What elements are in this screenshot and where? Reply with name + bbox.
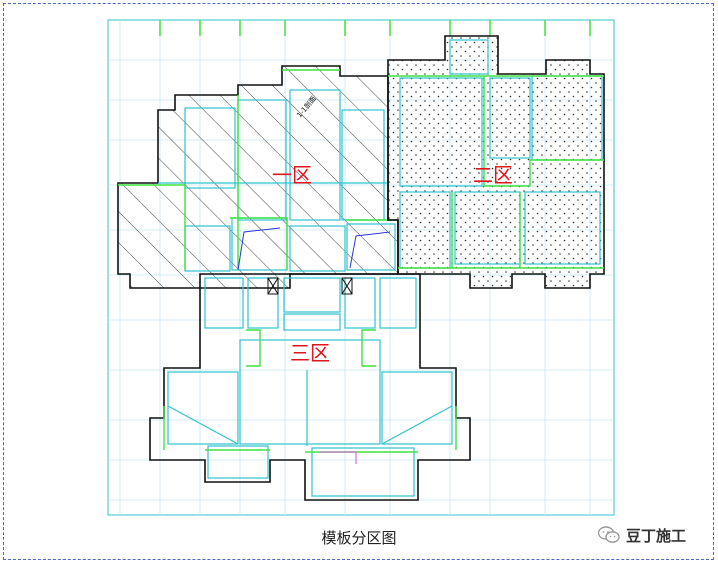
sheet-boundary xyxy=(107,19,615,516)
axis-ticks xyxy=(159,20,591,36)
zone-2-label: 二区 xyxy=(473,163,513,187)
zone-3-label: 三区 xyxy=(290,341,330,365)
magenta-detail xyxy=(320,451,357,464)
watermark-logo: 豆丁施工 xyxy=(598,524,686,546)
diagram-caption: 模板分区图 xyxy=(321,529,397,547)
zone-3-area xyxy=(149,273,471,501)
page-frame xyxy=(3,3,714,560)
zone-2-area xyxy=(387,35,605,289)
zone-1-area: 1-1剖面 xyxy=(117,65,399,289)
wechat-icon xyxy=(598,526,620,543)
zone-1-label: 一区 xyxy=(272,163,312,187)
watermark-text: 豆丁施工 xyxy=(626,526,687,545)
